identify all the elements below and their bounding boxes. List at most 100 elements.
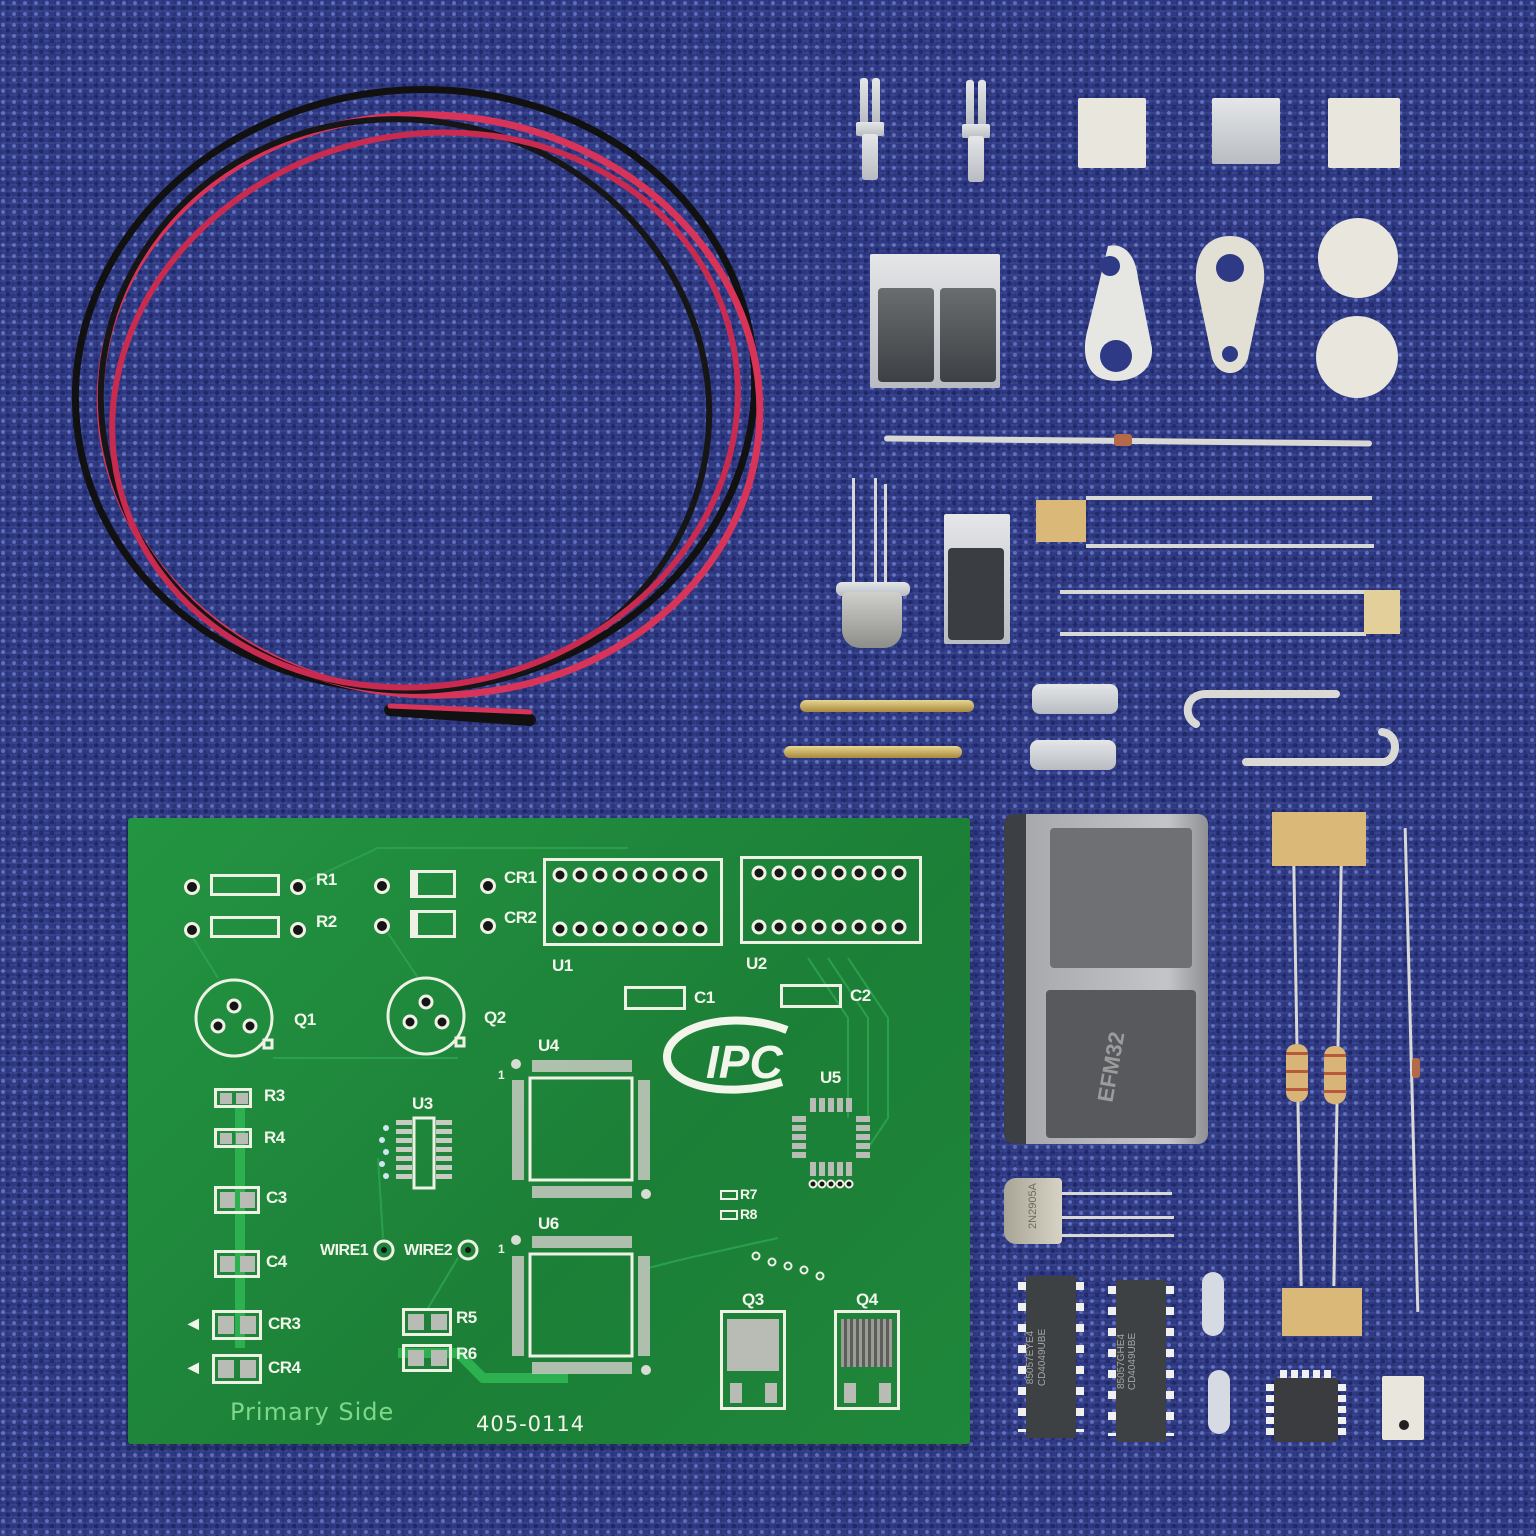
label-u6-pin1: 1 xyxy=(498,1242,505,1256)
dual-smd-coupon xyxy=(870,254,1000,388)
j-hook-wire xyxy=(1183,690,1399,766)
cr1-outline xyxy=(410,870,456,898)
label-u6: U6 xyxy=(538,1214,559,1233)
label-u5: U5 xyxy=(820,1068,841,1087)
red-wire-loop-inner xyxy=(109,129,741,691)
ipc-logo: IPC xyxy=(662,1016,789,1094)
cr3-diode-symbol: ◀ xyxy=(188,1315,199,1331)
bifurcated-terminal xyxy=(856,78,884,182)
axial-diode-body xyxy=(1412,1058,1420,1078)
c2-outline xyxy=(780,984,842,1008)
cr1-pad-left xyxy=(374,878,390,894)
radial-capacitor-body xyxy=(1282,1288,1362,1336)
label-r3: R3 xyxy=(264,1086,285,1105)
c3-outline xyxy=(214,1186,260,1214)
solder-lug xyxy=(1195,236,1265,373)
radial-capacitor-lead xyxy=(1086,544,1374,548)
axial-resistor xyxy=(1286,1044,1308,1102)
r6-outline xyxy=(402,1344,452,1372)
smd-coupon-small xyxy=(1382,1376,1424,1440)
label-cr1: CR1 xyxy=(504,868,537,887)
to39-marking: 2N2905A xyxy=(1026,1183,1039,1229)
r1-outline xyxy=(210,874,280,896)
label-primary-side: Primary Side xyxy=(230,1398,395,1426)
label-u3: U3 xyxy=(412,1094,433,1113)
r1-pad-left xyxy=(184,879,200,895)
cr4-outline xyxy=(212,1354,262,1384)
gold-pin xyxy=(784,746,962,758)
qfp-chip-marking: EFM32 xyxy=(1092,1029,1130,1105)
u6-qfp-footprint xyxy=(511,1235,651,1375)
label-c2: C2 xyxy=(850,986,871,1005)
r2-pad-right xyxy=(290,922,306,938)
to39-can: 2N2905A xyxy=(1004,1178,1062,1244)
r7-outline xyxy=(720,1190,738,1200)
r2-outline xyxy=(210,916,280,938)
wire2-pad xyxy=(457,1239,479,1261)
smd-test-coupon xyxy=(1078,98,1146,168)
label-c4: C4 xyxy=(266,1252,287,1271)
pcb-board: R1 R2 CR1 CR2 U1 U2 C1 C2 Q1 Q2 xyxy=(128,818,970,1444)
label-r4: R4 xyxy=(264,1128,285,1147)
label-q1: Q1 xyxy=(294,1010,316,1029)
ceramic-disc xyxy=(1316,316,1398,398)
label-wire2: WIRE2 xyxy=(404,1242,453,1259)
label-part-number: 405-0114 xyxy=(476,1412,586,1436)
r2-pad-left xyxy=(184,922,200,938)
dip-ic-1-marking-b: CD4049UBE xyxy=(1037,1328,1049,1387)
radial-capacitor-body xyxy=(1272,812,1366,866)
label-u4-pin1: 1 xyxy=(498,1068,505,1082)
black-wire-loop-outer xyxy=(71,86,759,694)
label-r7: R7 xyxy=(740,1186,757,1202)
cr2-pad-right xyxy=(480,918,496,934)
label-u4: U4 xyxy=(538,1036,559,1055)
cr3-outline xyxy=(212,1310,262,1340)
label-r5: R5 xyxy=(456,1308,477,1327)
u1-dip-outline xyxy=(543,858,723,946)
r3-outline xyxy=(214,1088,252,1108)
solder-lug xyxy=(1084,245,1153,381)
pcb-traces xyxy=(189,847,889,1383)
cr4-diode-symbol: ◀ xyxy=(188,1359,199,1375)
q2-footprint xyxy=(386,976,466,1056)
smd-test-coupon xyxy=(1212,98,1280,164)
clip-standoff xyxy=(1202,1272,1224,1336)
u2-pads xyxy=(751,865,907,935)
turret-terminal xyxy=(1032,684,1118,714)
label-q4: Q4 xyxy=(856,1290,878,1309)
q1-footprint xyxy=(194,978,274,1058)
label-q2: Q2 xyxy=(484,1008,506,1027)
ceramic-disc xyxy=(1318,218,1398,298)
to39-transistor xyxy=(836,478,910,650)
c4-outline xyxy=(214,1250,260,1278)
bifurcated-terminal xyxy=(962,80,990,184)
dip14-ic: 85057EYE4 CD4049UBE xyxy=(1018,1276,1084,1438)
label-r2: R2 xyxy=(316,912,337,931)
radial-capacitor-body xyxy=(1364,590,1400,634)
r5-outline xyxy=(402,1308,452,1336)
lcc-chip xyxy=(1266,1370,1346,1448)
qfp-tray: EFM32 xyxy=(1004,814,1208,1144)
dip-ic-1-marking-a: 85057EYE4 xyxy=(1025,1330,1037,1385)
dpak-coupon xyxy=(944,514,1010,644)
r4-outline xyxy=(214,1128,252,1148)
ipc-logo-text: IPC xyxy=(706,1036,783,1088)
u3-soic-footprint xyxy=(379,1116,452,1190)
turret-terminal xyxy=(1030,740,1116,770)
cr2-outline xyxy=(410,910,456,938)
label-u2: U2 xyxy=(746,954,767,973)
u1-pads xyxy=(552,867,708,937)
gold-pin xyxy=(800,700,974,712)
q4-dpak-outline xyxy=(834,1310,900,1410)
wire-coil xyxy=(71,86,764,726)
label-c3: C3 xyxy=(266,1188,287,1207)
label-wire1: WIRE1 xyxy=(320,1242,369,1259)
label-cr4: CR4 xyxy=(268,1358,301,1377)
label-r6: R6 xyxy=(456,1344,477,1363)
to39-transistor: 2N2905A xyxy=(1004,1176,1174,1248)
u5-plcc-footprint xyxy=(792,1098,870,1189)
wire1-pad xyxy=(373,1239,395,1261)
label-q3: Q3 xyxy=(742,1290,764,1309)
label-c1: C1 xyxy=(694,988,715,1007)
q3-dpak-outline xyxy=(720,1310,786,1410)
